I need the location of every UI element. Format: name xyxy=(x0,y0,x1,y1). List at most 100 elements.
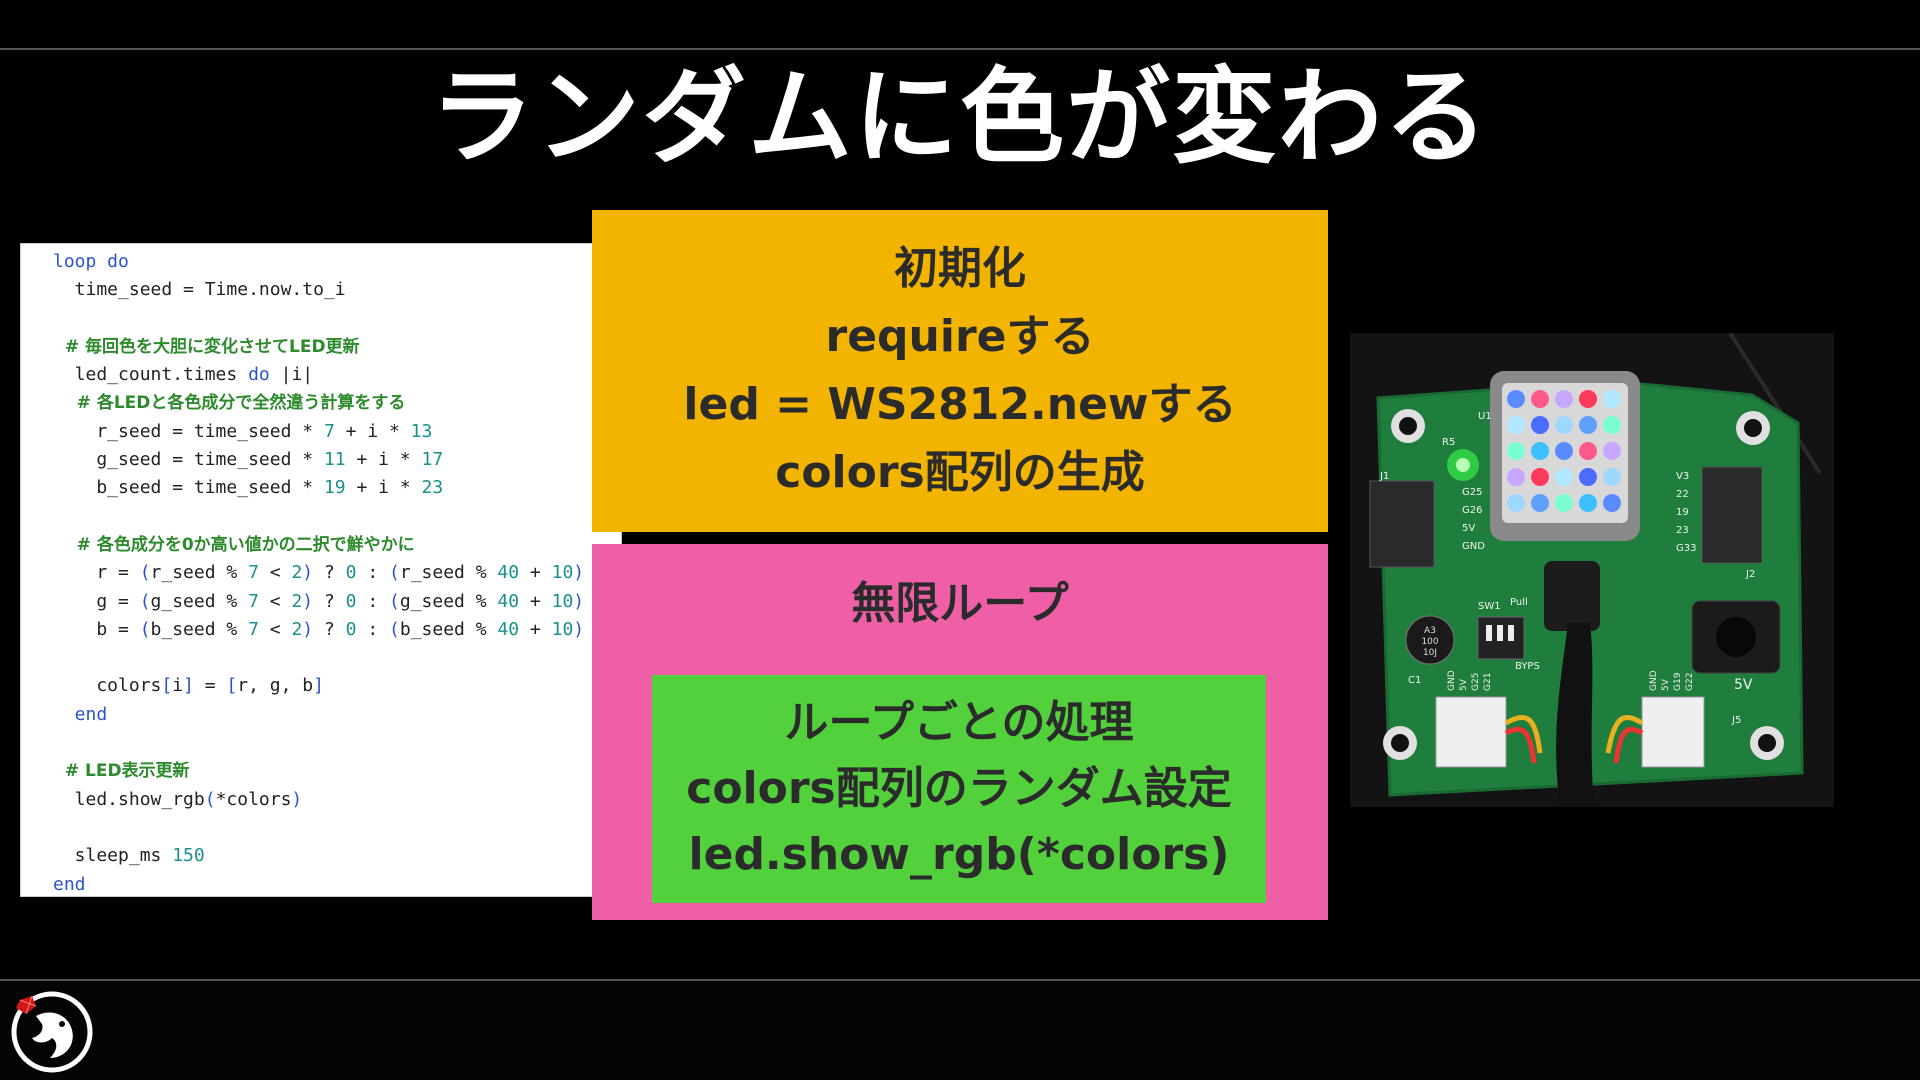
bottom-right-pin-2: 5V xyxy=(1661,678,1671,691)
code-token: g = xyxy=(53,590,140,612)
code-token: ) xyxy=(573,590,585,612)
code-token: 10 xyxy=(551,618,574,640)
led-dot xyxy=(1579,416,1597,434)
left-pin-3: 5V xyxy=(1462,523,1475,534)
device-photo-illustration: A3 100 10J SW1 Pull BYPS 5V C1 J2 J5 U1 … xyxy=(1350,333,1834,807)
code-token: colors xyxy=(53,675,162,697)
code-line xyxy=(21,729,621,757)
code-token: # 各色成分を0か高い値かの二択で鮮やかに xyxy=(53,534,415,555)
code-token: b_seed = time_seed * xyxy=(53,477,324,499)
code-line: end xyxy=(21,871,621,899)
right-pin-1: V3 xyxy=(1676,471,1689,482)
code-panel: loop do time_seed = Time.now.to_i # 毎回色を… xyxy=(20,243,622,897)
code-token: r_seed % xyxy=(399,562,498,584)
led-dot xyxy=(1555,468,1573,486)
code-line: # LED表示更新 xyxy=(21,757,621,785)
bottom-left-pin-3: G25 xyxy=(1471,673,1481,691)
code-token: 2 xyxy=(291,562,303,584)
code-line: loop do xyxy=(21,248,621,276)
code-token: + i * xyxy=(334,420,411,442)
led-dot xyxy=(1555,390,1573,408)
cap-label-1: A3 xyxy=(1424,626,1436,636)
bottom-right-pin-4: G22 xyxy=(1685,673,1695,691)
loop-process-line: colors配列のランダム設定 xyxy=(686,763,1232,814)
code-line: b = (b_seed % 7 < 2) ? 0 : (b_seed % 40 … xyxy=(21,616,621,644)
code-line: colors[i] = [r, g, b] xyxy=(21,672,621,700)
code-token: ] xyxy=(313,675,324,697)
led-dot xyxy=(1555,442,1573,460)
fish-logo-icon xyxy=(6,986,94,1074)
code-token: # LED表示更新 xyxy=(53,761,190,782)
code-line: # 各LEDと各色成分で全然違う計算をする xyxy=(21,389,621,417)
code-token: ) xyxy=(302,562,314,584)
bottom-right-pin-1: GND xyxy=(1649,670,1659,691)
code-token: end xyxy=(53,873,86,895)
pull-label: Pull xyxy=(1510,597,1528,608)
code-token: ( xyxy=(204,788,216,810)
led-dot xyxy=(1579,442,1597,460)
led-dot xyxy=(1603,390,1621,408)
led-dot xyxy=(1507,468,1525,486)
code-token: g_seed % xyxy=(150,590,249,612)
j1-label: J1 xyxy=(1379,471,1389,482)
code-token: ? xyxy=(313,618,346,640)
code-token: ) xyxy=(302,618,314,640)
led-dot xyxy=(1531,442,1549,460)
code-token: ] xyxy=(183,675,194,697)
code-line: r_seed = time_seed * 7 + i * 13 xyxy=(21,418,621,446)
led-dot xyxy=(1531,494,1549,512)
j2-label: J2 xyxy=(1745,569,1755,580)
5v-label: 5V xyxy=(1734,677,1753,693)
u1-label: U1 xyxy=(1478,411,1492,422)
code-token: g_seed = time_seed * xyxy=(53,449,324,471)
code-token: 150 xyxy=(172,845,205,867)
code-token: led.show_rgb xyxy=(53,788,205,810)
code-token: led_count.times xyxy=(53,364,249,386)
code-line: # 毎回色を大胆に変化させてLED更新 xyxy=(21,333,621,361)
sw-label: SW1 xyxy=(1478,601,1501,612)
code-token: b_seed % xyxy=(399,618,498,640)
init-line: led = WS2812.newする xyxy=(683,379,1237,430)
code-token: 0 xyxy=(345,562,357,584)
code-token: + i * xyxy=(345,449,422,471)
bottom-divider xyxy=(0,979,1920,981)
code-token: r_seed = time_seed * xyxy=(53,420,324,442)
top-divider xyxy=(0,48,1920,50)
code-token: 2 xyxy=(291,590,303,612)
led-dot xyxy=(1603,442,1621,460)
led-dot xyxy=(1555,494,1573,512)
led-dot xyxy=(1531,390,1549,408)
code-token: 10 xyxy=(551,590,574,612)
code-token: r = xyxy=(53,562,140,584)
cap-label-2: 100 xyxy=(1421,637,1438,647)
code-token: [ xyxy=(161,675,173,697)
code-token: 40 xyxy=(497,590,520,612)
code-token: i xyxy=(172,675,184,697)
init-line: colors配列の生成 xyxy=(775,447,1145,498)
code-token: *colors xyxy=(215,788,292,810)
code-token: # 各LEDと各色成分で全然違う計算をする xyxy=(53,393,406,414)
code-token: [ xyxy=(226,675,238,697)
code-token: r_seed % xyxy=(150,562,249,584)
right-pin-3: 19 xyxy=(1676,507,1689,518)
code-line: r = (r_seed % 7 < 2) ? 0 : (r_seed % 40 … xyxy=(21,559,621,587)
led-dot xyxy=(1507,494,1525,512)
right-pin-2: 22 xyxy=(1676,489,1689,500)
code-line xyxy=(21,503,621,531)
loop-process-line: led.show_rgb(*colors) xyxy=(688,829,1230,880)
code-token: = xyxy=(193,675,227,697)
code-token: 10 xyxy=(551,562,574,584)
right-pin-5: G33 xyxy=(1676,543,1696,554)
code-token: ? xyxy=(313,590,346,612)
code-token: 0 xyxy=(345,618,357,640)
code-token: g_seed % xyxy=(399,590,498,612)
led-dot xyxy=(1603,468,1621,486)
code-token: ) xyxy=(302,590,314,612)
code-token: + xyxy=(519,590,552,612)
r5-label: R5 xyxy=(1442,437,1455,448)
code-token: b = xyxy=(53,618,140,640)
code-token: end xyxy=(53,703,108,725)
code-token: # 毎回色を大胆に変化させてLED更新 xyxy=(53,336,360,357)
